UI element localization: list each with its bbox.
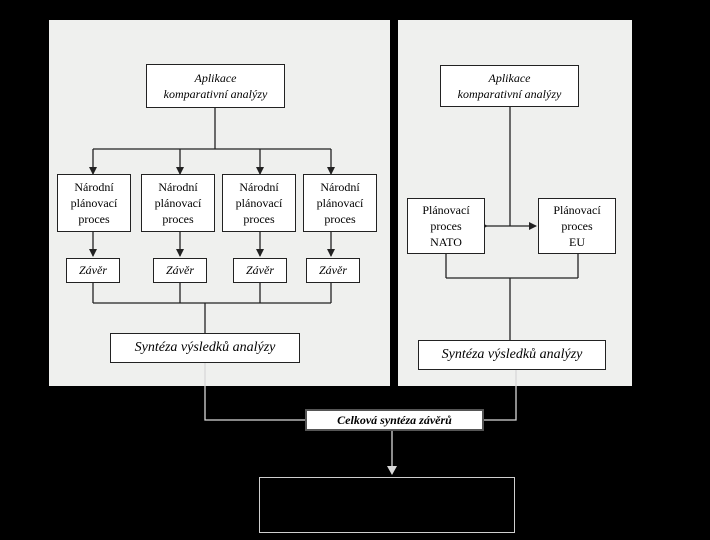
national-box-4: Národní plánovací proces [303,174,377,232]
conclusion-box-1: Závěr [66,258,120,283]
recommendation-label: Doporučení pro národní plánovací proces [316,487,458,521]
national-box-2: Národní plánovací proces [141,174,215,232]
conclusion-box-3: Závěr [233,258,287,283]
national-box-label: Národní plánovací proces [316,179,364,227]
national-box-3: Národní plánovací proces [222,174,296,232]
eu-box-label: Plánovací proces EU [553,202,601,250]
nato-box-label: Plánovací proces NATO [422,202,470,250]
right-app-box-label: Aplikace komparativní analýzy [457,70,562,101]
nato-box: Plánovací proces NATO [407,198,485,254]
national-box-label: Národní plánovací proces [154,179,202,227]
overall-synthesis-box: Celková syntéza závěrů [305,409,484,431]
conclusion-label: Závěr [246,263,274,278]
recommendation-box: Doporučení pro národní plánovací proces [259,477,515,533]
left-app-box-label: Aplikace komparativní analýzy [163,70,268,101]
right-synthesis-box: Syntéza výsledků analýzy [418,340,606,370]
eu-box: Plánovací proces EU [538,198,616,254]
right-app-box: Aplikace komparativní analýzy [440,65,579,107]
national-box-label: Národní plánovací proces [70,179,118,227]
left-app-box: Aplikace komparativní analýzy [146,64,285,108]
left-synthesis-box: Syntéza výsledků analýzy [110,333,300,363]
conclusion-label: Závěr [166,263,194,278]
conclusion-box-4: Závěr [306,258,360,283]
overall-to-recommendation-arrowhead [387,466,397,475]
conclusion-box-2: Závěr [153,258,207,283]
national-box-label: Národní plánovací proces [235,179,283,227]
conclusion-label: Závěr [79,263,107,278]
right-synthesis-label: Syntéza výsledků analýzy [441,346,583,362]
conclusion-label: Závěr [319,263,347,278]
national-box-1: Národní plánovací proces [57,174,131,232]
left-synthesis-label: Syntéza výsledků analýzy [134,339,276,355]
overall-synthesis-label: Celková syntéza závěrů [337,412,452,427]
